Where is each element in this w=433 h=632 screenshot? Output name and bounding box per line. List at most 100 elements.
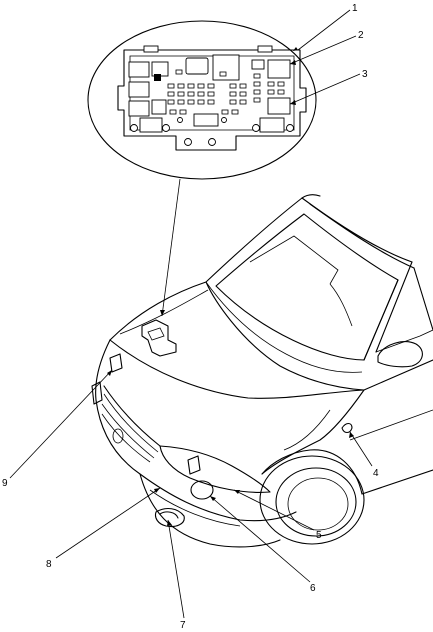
component-6 [190,480,214,500]
callout-line-8 [55,487,161,559]
callout-label-4: 4 [373,468,379,479]
callout-line-7 [167,519,185,619]
wiper-line [329,283,353,327]
fog-light [154,507,185,528]
callout-line-3 [289,73,361,105]
arrowhead [167,520,172,526]
callout-label-9: 9 [2,478,8,489]
bolt [221,117,227,123]
components [91,319,214,519]
relay [185,57,209,75]
callout-line-2 [289,35,357,65]
a-pillar-right [363,279,399,361]
relay-marker [154,74,161,81]
bolt [130,124,138,132]
callout-line-9 [9,369,113,479]
component-7 [159,511,179,519]
bracket [91,381,103,405]
component-9 [109,353,123,373]
door-frame [375,261,413,353]
bolt [208,138,216,146]
arrowhead [107,370,112,376]
fender-crease [283,409,331,451]
callout-line-6 [209,495,311,583]
grille-top [103,385,161,447]
grille-bar [101,413,151,463]
hood-rear-edge [109,281,365,391]
front-tire [259,455,365,545]
bolt [252,124,260,132]
under-hood-box-detail [147,327,165,341]
grille-bar [103,393,159,453]
bolt [177,117,183,123]
callout-line-1 [297,9,351,51]
roof-edge [301,197,413,263]
bumper-bottom [139,473,281,548]
wheel-inner [287,477,349,531]
bumper-top [139,473,297,522]
under-hood-box-component [141,319,177,357]
callout-label-1: 1 [352,3,358,14]
fuse-box-housing [117,49,307,151]
callout-label-3: 3 [362,69,368,80]
relay [128,81,150,98]
windshield [215,213,399,361]
headlight [159,445,271,493]
maxi-fuse-block [259,117,285,133]
relay-2 [267,59,291,79]
callout-label-6: 6 [310,583,316,594]
inset-leader-line [161,178,181,317]
belt-line [363,359,433,391]
relay-small [251,59,265,70]
arrowhead [234,490,240,494]
fuse-box-tab [257,45,273,53]
wheel-rim [275,467,357,537]
arrowhead [349,432,354,438]
arrowhead [210,496,216,501]
car-body [95,194,433,548]
arrowhead [293,47,298,51]
hood-front-edge [109,339,365,399]
callout-label-5: 5 [316,530,322,541]
side-window-top [413,267,433,331]
callout-label-2: 2 [358,30,364,41]
arrowhead [154,488,160,493]
relay [151,99,167,115]
bolt [184,138,192,146]
bolt [286,124,294,132]
callout-line-4 [349,431,373,467]
arrowhead [290,100,296,105]
maxi-fuse-block [193,113,219,127]
emblem [112,428,124,444]
relay [151,61,169,77]
maxi-fuse-block [139,117,163,133]
side-marker [341,422,353,434]
bolt [162,124,170,132]
callout-lines [9,9,373,619]
fuse-box-inset [87,20,317,180]
relay-3 [267,97,291,115]
relay [128,100,150,117]
side-window-bottom [375,329,433,353]
roof-inner-edge [309,203,415,269]
a-pillar-left [205,194,321,283]
arrowhead [290,60,296,65]
fender-line [261,389,365,475]
callout-label-7: 7 [180,620,186,631]
callout-labels: 1 2 3 4 5 6 7 8 9 [2,3,379,631]
grille-bar [101,403,155,459]
relay [128,61,150,78]
cowl-line [205,281,363,373]
front-left-corner [95,339,141,475]
arrowhead [160,310,165,316]
fuse-grid [167,69,285,115]
relay-component [187,455,201,475]
callout-label-8: 8 [46,559,52,570]
fuse-box-tab [143,45,159,53]
rocker-line [361,469,433,495]
hood-crease [119,289,209,335]
callout-line-5 [233,489,315,531]
side-mirror [377,341,423,368]
